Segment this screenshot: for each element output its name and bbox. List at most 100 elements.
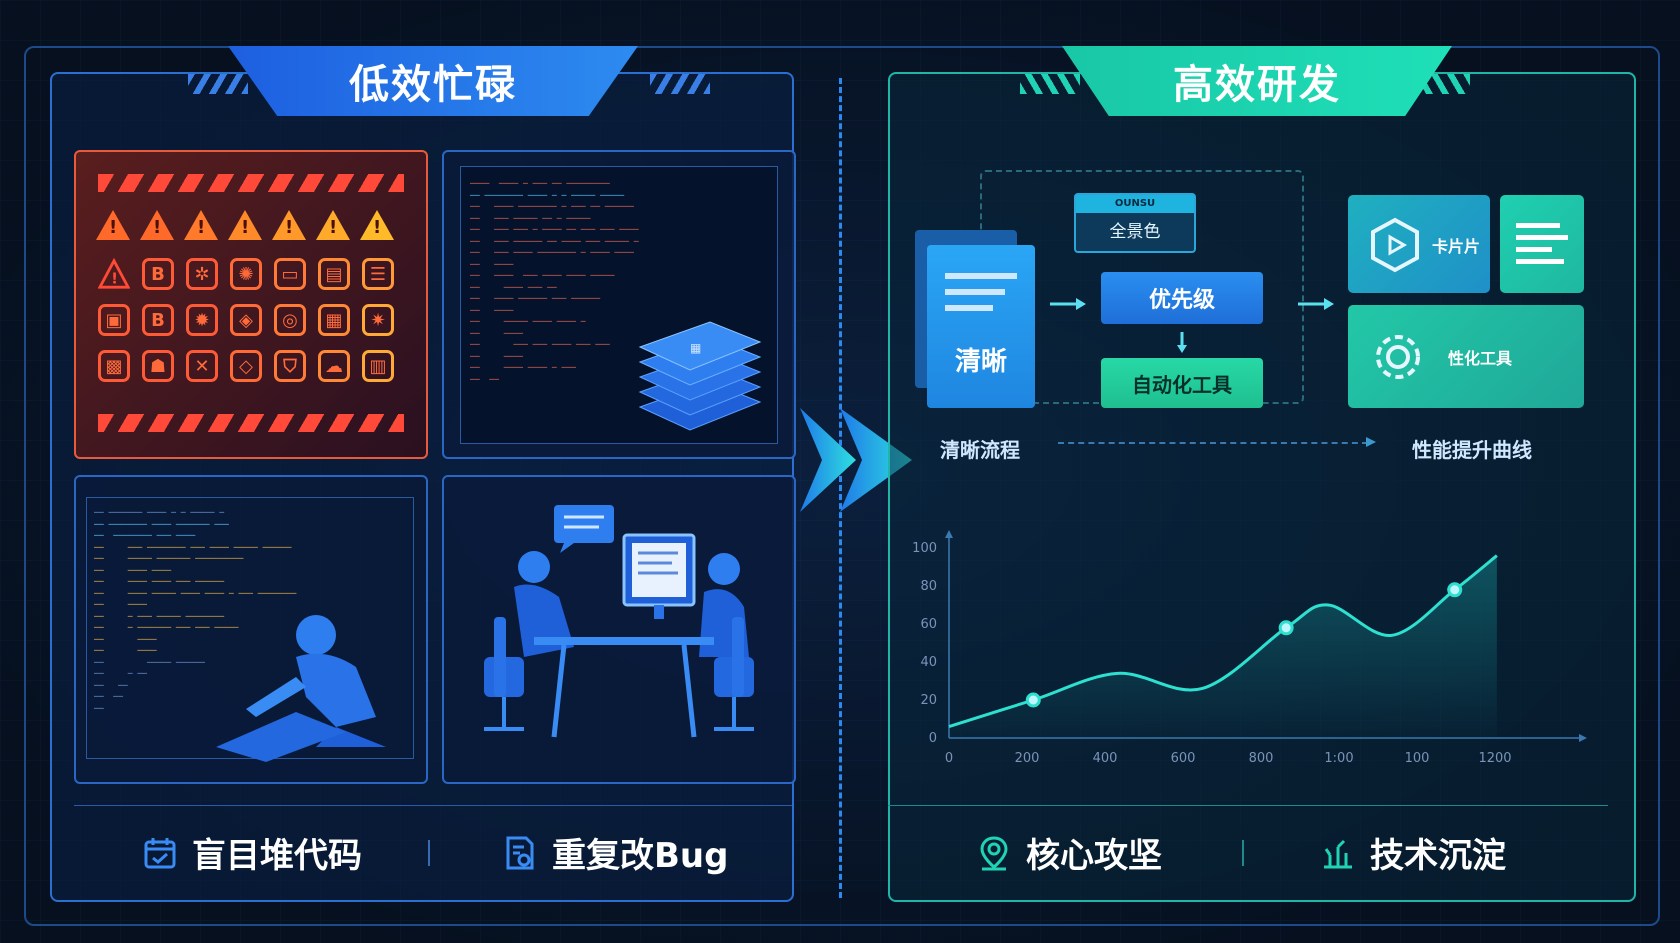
right-banner-stripes-left xyxy=(1020,74,1080,94)
terminal-icon: ▤ xyxy=(318,258,350,290)
list-line xyxy=(1516,235,1568,240)
left-title-banner: 低效忙碌 xyxy=(228,46,638,116)
footer-label: 重复改Bug xyxy=(552,836,729,876)
arrow-down-icon xyxy=(1177,332,1187,353)
warning-triangle-icon: ! xyxy=(272,210,306,240)
settings-tile: 性化工具 xyxy=(1348,305,1584,408)
doc-card-label: 清晰 xyxy=(954,347,1007,377)
user-icon: ☗ xyxy=(142,350,174,382)
cloud-icon: ☁ xyxy=(318,350,350,382)
warning-icons-card: ! ! ! ! ! ! ! ! B ✲ ✺ ▭ ▤ ☰ ▣ B ✹ ◈ ◎ ▦ … xyxy=(74,150,428,459)
diamond-icon: ◇ xyxy=(230,350,262,382)
top-tab-card: OUNSU 全景色 xyxy=(1074,193,1196,253)
tools-icon: ✕ xyxy=(186,350,218,382)
file-icon: ▥ xyxy=(362,350,394,382)
bold-b-icon: B xyxy=(142,304,174,336)
chart-series-line xyxy=(948,554,1498,729)
location-pin-icon xyxy=(980,835,1008,870)
frustrated-developer-illustration xyxy=(216,615,386,762)
team-meeting-illustration xyxy=(484,505,754,738)
team-meeting-card xyxy=(442,475,796,784)
code-worker-card: ── ─────── ──── ─ ─ ───── ─ ── ──────── … xyxy=(74,475,428,784)
x-tick-label: 100 xyxy=(1405,751,1430,766)
box-icon: ▣ xyxy=(98,304,130,336)
footer-label: 技术沉淀 xyxy=(1370,836,1506,876)
svg-text:!: ! xyxy=(111,269,118,287)
shield-icon: ◈ xyxy=(230,304,262,336)
list-line xyxy=(1516,223,1560,228)
code-lines: ──── ──── ─ ─── ── ───────── ── ────────… xyxy=(470,179,639,384)
right-footer-divider xyxy=(888,805,1608,806)
priority-box: 优先级 xyxy=(1101,272,1263,324)
top-tab-label: 全景色 xyxy=(1109,222,1161,242)
svg-text:▦: ▦ xyxy=(690,341,701,355)
right-title: 高效研发 xyxy=(1173,62,1341,108)
hazard-stripe-top xyxy=(98,174,404,192)
x-tick-label: 1200 xyxy=(1478,751,1511,766)
document-icon: ▦ xyxy=(318,304,350,336)
y-tick-label: 20 xyxy=(920,693,937,708)
list-line xyxy=(1516,259,1564,264)
y-tick-label: 80 xyxy=(920,579,937,594)
warning-triangle-icon: ! xyxy=(184,210,218,240)
bug-icon: ✹ xyxy=(186,304,218,336)
list-icon: ☰ xyxy=(362,258,394,290)
warning-triangle-icon: ! xyxy=(140,210,174,240)
doc-line xyxy=(945,273,1017,279)
arrow-right-icon xyxy=(1298,298,1334,310)
footer-item-tech-accumulation: 技术沉淀 xyxy=(1320,828,1506,877)
warning-triangle-icon: ! xyxy=(316,210,350,240)
doc-card: 清晰 xyxy=(927,245,1035,408)
y-tick-label: 60 xyxy=(920,617,937,632)
footer-separator xyxy=(1242,840,1244,866)
outer-frame xyxy=(24,46,1660,926)
x-tick-label: 800 xyxy=(1249,751,1274,766)
x-tick-label: 400 xyxy=(1093,751,1118,766)
footer-label: 盲目堆代码 xyxy=(192,836,362,876)
caption-dashed-connector xyxy=(1058,442,1368,444)
flow-caption-left: 清晰流程 xyxy=(940,438,1020,462)
alert-outline-icon: ! xyxy=(98,258,130,290)
card-tile-label: 卡片片 xyxy=(1432,237,1481,256)
arrow-right-icon xyxy=(1050,298,1086,310)
left-footer-divider xyxy=(74,805,792,806)
y-axis-arrow xyxy=(945,530,953,538)
x-tick-label: 600 xyxy=(1171,751,1196,766)
warning-triangle-icon: ! xyxy=(228,210,262,240)
flow-caption-right: 性能提升曲线 xyxy=(1412,438,1532,462)
hazard-stripe-bottom xyxy=(98,414,404,432)
warning-triangle-icon: ! xyxy=(360,210,394,240)
automation-box: 自动化工具 xyxy=(1101,358,1263,408)
y-tick-label: 0 xyxy=(929,731,937,746)
chart-area-fill xyxy=(949,555,1497,738)
window-icon: ▭ xyxy=(274,258,306,290)
left-title: 低效忙碌 xyxy=(349,62,517,108)
footer-item-repeat-bug: 重复改Bug xyxy=(502,828,728,877)
hexagon-play-icon xyxy=(1371,217,1419,273)
automation-label: 自动化工具 xyxy=(1132,372,1232,397)
chart-data-point xyxy=(1278,620,1294,636)
arrow-right-icon xyxy=(1366,437,1376,447)
settings-icon: ◎ xyxy=(274,304,306,336)
footer-item-blind-coding: 盲目堆代码 xyxy=(142,828,362,877)
right-title-banner: 高效研发 xyxy=(1062,46,1452,116)
gear-icon xyxy=(1376,335,1420,379)
gear-icon: ✺ xyxy=(230,258,262,290)
gear-icon: ✷ xyxy=(362,304,394,336)
list-line xyxy=(1516,247,1552,252)
code-stack-card: ──── ──── ─ ─── ── ───────── ── ────────… xyxy=(442,150,796,459)
stacked-layers-icon: ▦ xyxy=(638,321,762,431)
y-tick-label: 100 xyxy=(912,541,937,556)
center-dashed-divider xyxy=(839,78,842,898)
list-tile xyxy=(1500,195,1584,293)
bug-icon: ✲ xyxy=(186,258,218,290)
x-axis-arrow xyxy=(1579,734,1587,742)
grid-icon: ▩ xyxy=(98,350,130,382)
document-search-icon xyxy=(506,836,534,869)
left-banner-stripes-right xyxy=(650,74,710,94)
footer-item-core-tackling: 核心攻坚 xyxy=(976,828,1162,877)
settings-tile-label: 性化工具 xyxy=(1448,349,1513,368)
doc-line xyxy=(945,305,993,311)
top-tab-header: OUNSU xyxy=(1076,195,1194,213)
